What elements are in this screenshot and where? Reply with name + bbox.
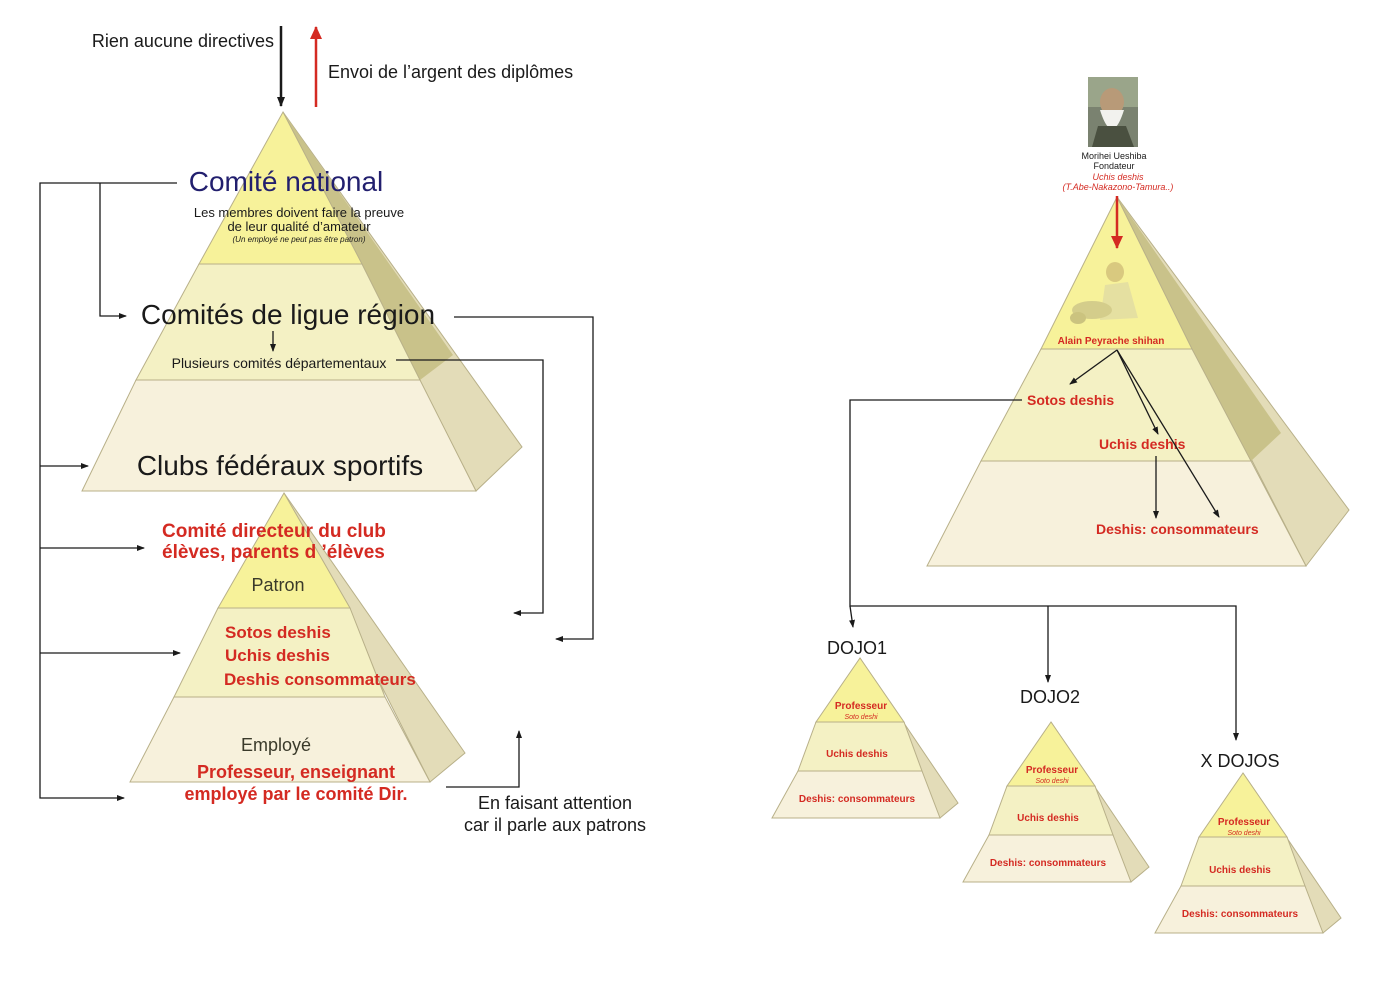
x-dojos-pyramid bbox=[1154, 772, 1342, 934]
employe-label: Employé bbox=[241, 735, 311, 755]
dojo2-uchis: Uchis deshis bbox=[1017, 813, 1079, 824]
dojo2-professeur: Professeur bbox=[1026, 765, 1078, 776]
x-dojos-uchis: Uchis deshis bbox=[1209, 865, 1271, 876]
club-pyramid bbox=[129, 491, 466, 783]
right-uchis-label: Uchis deshis bbox=[1099, 436, 1186, 452]
shihan-photo bbox=[1070, 262, 1138, 324]
pyramid-side-shade bbox=[283, 112, 453, 380]
attention-line-2: car il parle aux patrons bbox=[464, 815, 646, 835]
right-sotos-label: Sotos deshis bbox=[1027, 392, 1114, 408]
attention-line-1: En faisant attention bbox=[478, 793, 632, 813]
comite-directeur-line-2: élèves, parents d ’élèves bbox=[162, 542, 385, 563]
dojo1-professeur: Professeur bbox=[835, 701, 887, 712]
dojo1-label: DOJO1 bbox=[827, 638, 887, 658]
membres-line-1: Les membres doivent faire la preuve bbox=[194, 205, 404, 220]
right-side-shade bbox=[1117, 197, 1281, 461]
dojo1-soto: Soto deshi bbox=[844, 714, 878, 721]
patron-label: Patron bbox=[251, 575, 304, 595]
membres-note: (Un employé ne peut pas être patron) bbox=[233, 235, 366, 244]
club-deshis-label: Deshis consommateurs bbox=[224, 670, 416, 689]
pyramid-base-tier bbox=[81, 379, 477, 492]
clubs-label: Clubs fédéraux sportifs bbox=[137, 450, 423, 481]
shihan-label: Alain Peyrache shihan bbox=[1058, 336, 1165, 347]
comite-directeur-line-1: Comité directeur du club bbox=[162, 521, 386, 542]
dojo2-pyramid bbox=[962, 721, 1150, 883]
left-connectors bbox=[39, 182, 594, 801]
dojo2-soto: Soto deshi bbox=[1035, 778, 1069, 785]
federation-pyramid bbox=[81, 110, 523, 492]
professeur-line-1: Professeur, enseignant bbox=[197, 762, 395, 782]
professeur-line-2: employé par le comité Dir. bbox=[184, 784, 407, 804]
club-base-tier bbox=[129, 696, 431, 783]
membres-line-2: de leur qualité d’amateur bbox=[227, 219, 371, 234]
right-connectors bbox=[849, 349, 1239, 741]
no-directives-label: Rien aucune directives bbox=[92, 31, 274, 51]
dojo2-deshis: Deshis: consommateurs bbox=[990, 858, 1107, 869]
x-dojos-soto: Soto deshi bbox=[1227, 830, 1261, 837]
x-dojos-deshis: Deshis: consommateurs bbox=[1182, 909, 1299, 920]
dojo1-deshis: Deshis: consommateurs bbox=[799, 794, 916, 805]
founder-title: Fondateur bbox=[1093, 161, 1134, 171]
comites-ligue-label: Comités de ligue région bbox=[141, 299, 435, 330]
founder-portrait bbox=[1088, 77, 1138, 147]
x-dojos-label: X DOJOS bbox=[1200, 751, 1279, 771]
founder-name: Morihei Ueshiba bbox=[1081, 151, 1146, 161]
club-sotos-label: Sotos deshis bbox=[225, 623, 331, 642]
right-deshis-label: Deshis: consommateurs bbox=[1096, 521, 1259, 537]
club-uchis-label: Uchis deshis bbox=[225, 646, 330, 665]
dojo2-label: DOJO2 bbox=[1020, 687, 1080, 707]
dojo-lineage-pyramid bbox=[926, 195, 1350, 567]
comite-national-label: Comité national bbox=[189, 166, 384, 197]
comites-dep-label: Plusieurs comités départementaux bbox=[172, 355, 387, 371]
founder-uchis: Uchis deshis bbox=[1092, 172, 1144, 182]
dojo1-uchis: Uchis deshis bbox=[826, 749, 888, 760]
money-label: Envoi de l’argent des diplômes bbox=[328, 62, 573, 82]
dojo1-pyramid bbox=[771, 657, 959, 819]
founder-names: (T.Abe-Nakazono-Tamura..) bbox=[1063, 182, 1174, 192]
x-dojos-professeur: Professeur bbox=[1218, 817, 1270, 828]
right-base-tier bbox=[926, 460, 1307, 567]
